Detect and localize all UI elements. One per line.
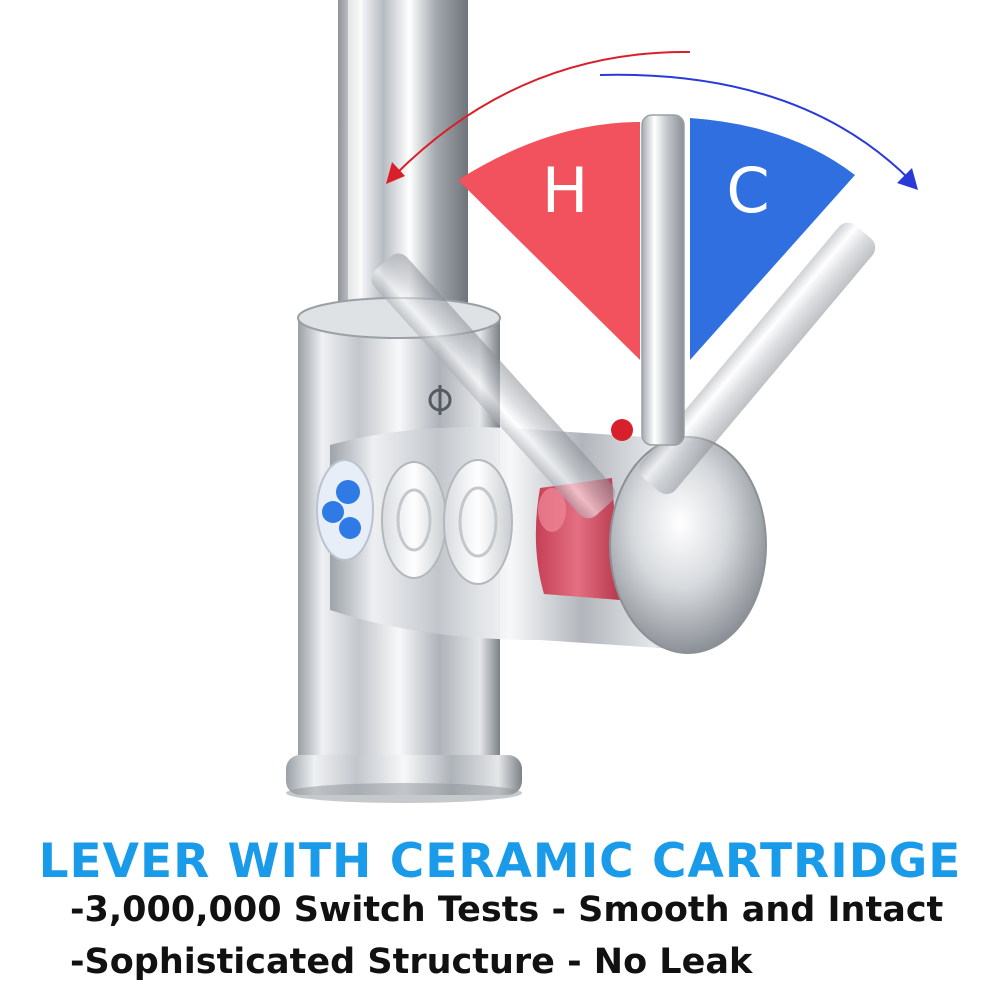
headline: LEVER WITH CERAMIC CARTRIDGE: [38, 834, 962, 889]
feature-switch-tests: -3,000,000 Switch Tests - Smooth and Int…: [70, 890, 944, 930]
lever-left-ghost: [371, 253, 616, 519]
faucet-illustration: H C: [286, 0, 918, 803]
ceramic-disc-icon: [381, 461, 447, 579]
hot-direction-arrow: [386, 50, 691, 184]
hot-zone: H: [458, 122, 640, 360]
cold-label: C: [726, 154, 769, 227]
blue-seal-icon: [316, 459, 374, 561]
hot-label: H: [542, 154, 589, 227]
cold-direction-arrow: [599, 73, 918, 190]
lever-right-ghost: [639, 222, 876, 495]
ceramic-disc-icon: [443, 459, 513, 585]
cold-zone: C: [690, 118, 855, 360]
feature-no-leak: -Sophisticated Structure - No Leak: [70, 942, 753, 982]
lever-handle: [611, 114, 685, 446]
